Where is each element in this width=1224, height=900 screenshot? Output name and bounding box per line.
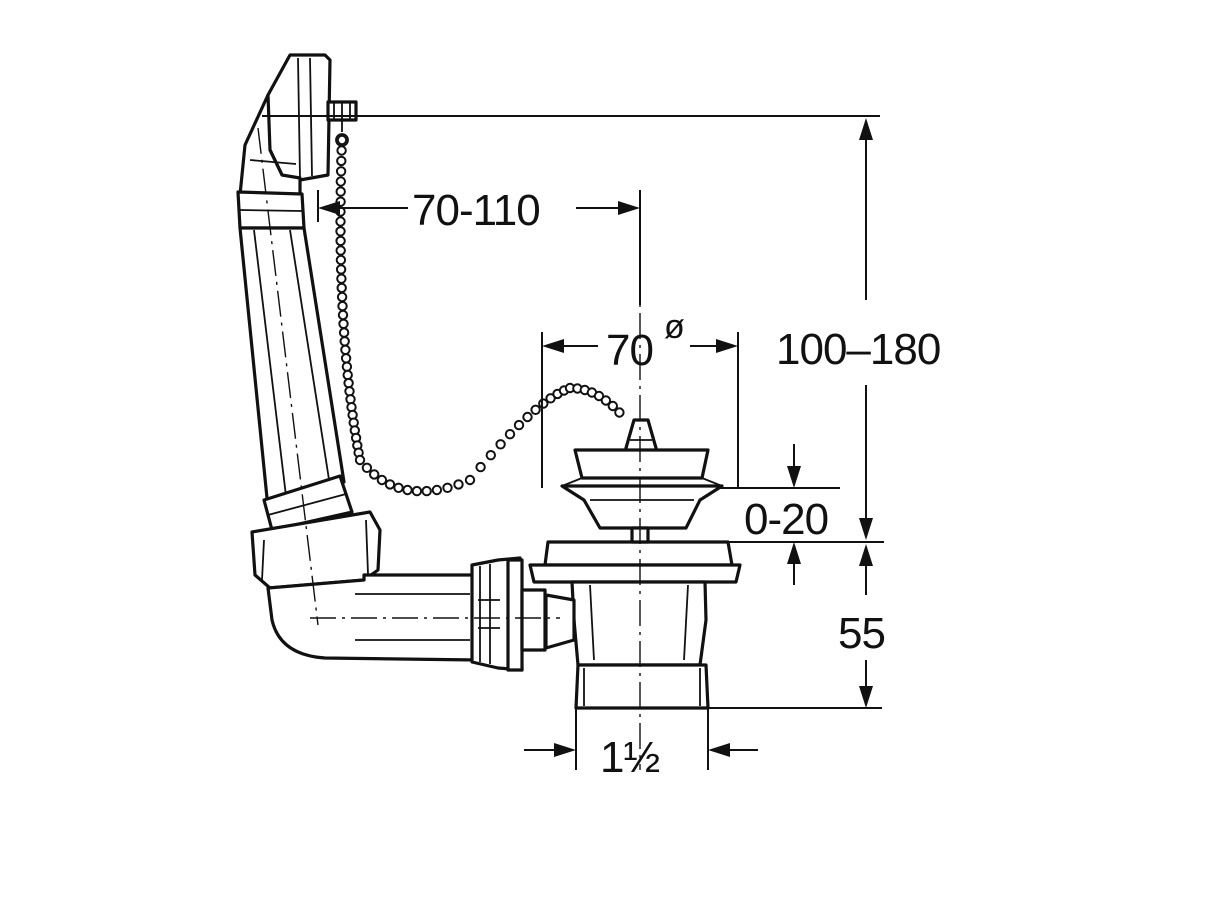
chain-bead bbox=[393, 482, 404, 493]
chain-bead bbox=[335, 245, 346, 256]
chain-bead bbox=[336, 291, 348, 303]
chain-bead bbox=[342, 369, 353, 381]
side-connector bbox=[470, 556, 547, 672]
chain-bead bbox=[453, 479, 464, 490]
dimension-overflow-spacing: 70-110 bbox=[412, 186, 540, 235]
chain-bead bbox=[336, 145, 347, 156]
chain-bead bbox=[421, 485, 432, 497]
chain-bead bbox=[354, 454, 366, 466]
chain-bead bbox=[338, 327, 350, 338]
chain-bead bbox=[335, 226, 346, 237]
chain-bead bbox=[338, 318, 349, 329]
chain-hook bbox=[335, 118, 349, 147]
dimension-thread-size: 1½ bbox=[600, 733, 659, 782]
chain-bead bbox=[504, 429, 516, 440]
chain-bead bbox=[339, 336, 350, 347]
dimension-body-height: 55 bbox=[838, 609, 885, 658]
dimension-strainer-diameter: 70 bbox=[606, 326, 653, 375]
chain-bead bbox=[337, 309, 349, 321]
chain-bead bbox=[336, 134, 348, 146]
chain-bead bbox=[335, 216, 346, 227]
chain-bead bbox=[336, 273, 347, 284]
dimension-total-height: 100–180 bbox=[776, 325, 940, 374]
chain-bead bbox=[402, 484, 413, 496]
chain-bead bbox=[431, 484, 443, 496]
chain-bead bbox=[607, 400, 618, 412]
chain-bead bbox=[600, 395, 612, 406]
plug-stopper bbox=[560, 418, 724, 544]
diameter-symbol: ø bbox=[664, 308, 684, 346]
chain-bead bbox=[341, 361, 353, 372]
chain-bead bbox=[335, 166, 347, 177]
chain-bead bbox=[343, 377, 354, 389]
strainer-body bbox=[528, 540, 742, 710]
chain-bead bbox=[442, 482, 453, 493]
chain-bead bbox=[336, 282, 347, 294]
chain-bead bbox=[376, 474, 388, 486]
chain-bead bbox=[337, 300, 348, 312]
chain-bead bbox=[495, 439, 506, 450]
chain bbox=[335, 118, 625, 497]
chain-bead bbox=[335, 254, 347, 266]
chain-bead bbox=[335, 186, 346, 197]
chain-bead bbox=[369, 469, 380, 480]
chain-bead bbox=[522, 411, 533, 423]
chain-bead bbox=[335, 176, 346, 187]
overflow-tube bbox=[238, 226, 346, 510]
threaded-tail bbox=[574, 663, 710, 710]
chain-bead bbox=[361, 462, 373, 473]
chain-bead bbox=[340, 353, 352, 364]
chain-bead bbox=[335, 264, 347, 275]
dimension-plug-travel: 0-20 bbox=[744, 495, 828, 544]
chain-bead bbox=[475, 461, 486, 473]
overflow-assembly bbox=[236, 53, 480, 662]
dimension-lines bbox=[262, 115, 884, 770]
chain-bead bbox=[464, 474, 476, 486]
chain-bead bbox=[513, 419, 525, 431]
chain-bead bbox=[340, 344, 351, 355]
chain-bead bbox=[593, 390, 605, 402]
chain-bead bbox=[336, 155, 347, 167]
chain-bead bbox=[384, 479, 396, 490]
chain-bead bbox=[335, 235, 346, 247]
chain-bead bbox=[485, 450, 496, 461]
chain-bead bbox=[530, 404, 541, 415]
chain-bead bbox=[411, 485, 423, 497]
chain-bead bbox=[614, 407, 625, 418]
